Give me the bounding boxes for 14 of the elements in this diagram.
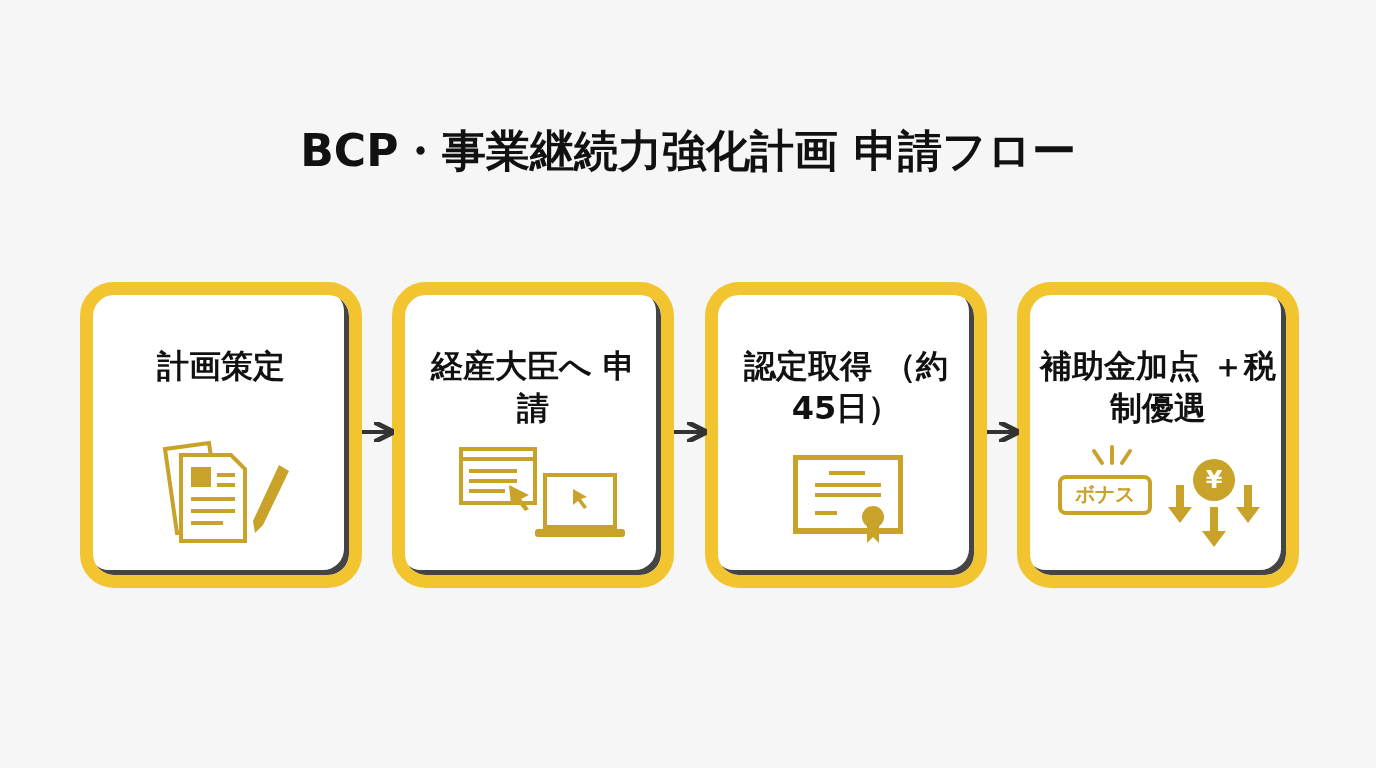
step-text: 経産大臣へ 申請: [429, 346, 637, 429]
step-box: [1017, 282, 1299, 588]
arrow: [674, 419, 710, 445]
arrow: [362, 419, 397, 445]
bonus-badge: ボナス: [1058, 475, 1152, 515]
step-box: [392, 282, 674, 588]
step-box: [80, 282, 362, 588]
step-box: [705, 282, 987, 588]
step-text: 認定取得 （約45日）: [743, 346, 949, 429]
title: BCP・事業継続力強化計画 申請フロー: [299, 124, 1077, 178]
step-text: 計画策定: [156, 346, 286, 387]
arrow: [987, 419, 1022, 445]
yen-coin: ¥: [1193, 459, 1235, 501]
step-text: 補助金加点 ＋税制優遇: [1040, 346, 1276, 429]
